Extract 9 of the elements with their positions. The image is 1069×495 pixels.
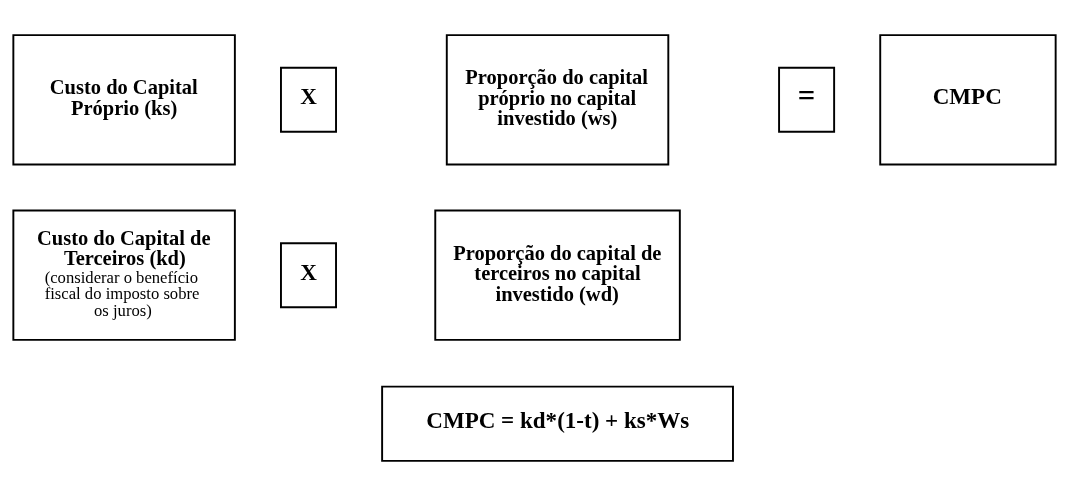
node-box: X bbox=[280, 241, 337, 308]
node-box: CMPC bbox=[879, 33, 1057, 165]
node-box: CMPC = kd*(1-t) + ks*Ws bbox=[381, 385, 734, 462]
node-box: X bbox=[280, 66, 337, 133]
node-box: = bbox=[778, 66, 836, 133]
node-box: Proporção do capital de terceiros no capital investido (wd) bbox=[434, 209, 681, 341]
node-box: Custo do Capital Próprio (ks) bbox=[12, 33, 236, 165]
node-box: Custo do Capital de Terceiros (kd) (considerar o benefício fiscal do imposto sobre os juros) bbox=[12, 209, 236, 341]
node-box: Proporção do capital próprio no capital investido (ws) bbox=[445, 33, 670, 165]
